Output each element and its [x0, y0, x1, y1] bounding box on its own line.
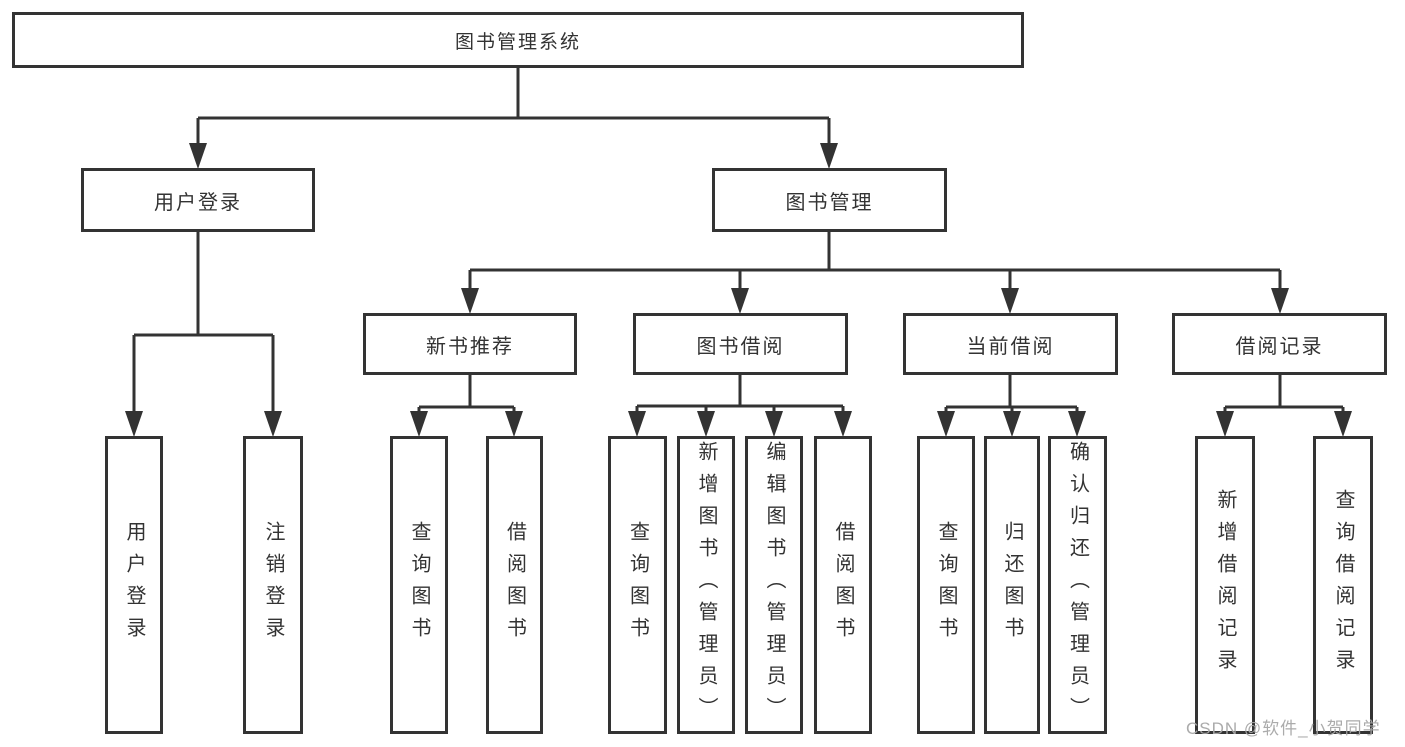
node-label: 新增借阅记录	[1214, 489, 1236, 681]
leaf-add-borrow-record: 新增借阅记录	[1195, 436, 1255, 734]
node-new-book-recommend: 新书推荐	[363, 313, 577, 375]
node-label: 查询图书	[408, 521, 430, 649]
leaf-borrow-book: 借阅图书	[814, 436, 872, 734]
leaf-query-book-current: 查询图书	[917, 436, 975, 734]
node-label: 归还图书	[1001, 521, 1023, 649]
leaf-query-borrow-record: 查询借阅记录	[1313, 436, 1373, 734]
node-book-borrow: 图书借阅	[633, 313, 848, 375]
node-library-system: 图书管理系统	[12, 12, 1024, 68]
node-label: 编辑图书（管理员）	[763, 441, 785, 729]
leaf-query-book-borrow: 查询图书	[608, 436, 667, 734]
leaf-logout: 注销登录	[243, 436, 303, 734]
node-label: 借阅图书	[503, 521, 526, 649]
leaf-query-book-recommend: 查询图书	[390, 436, 448, 734]
leaf-user-login: 用户登录	[105, 436, 163, 734]
leaf-borrow-book-recommend: 借阅图书	[486, 436, 543, 734]
node-label: 查询图书	[626, 521, 649, 649]
node-book-management: 图书管理	[712, 168, 947, 232]
node-label: 用户登录	[123, 521, 145, 649]
node-label: 图书借阅	[696, 335, 785, 358]
node-label: 借阅记录	[1235, 335, 1324, 358]
node-label: 新增图书（管理员）	[695, 441, 717, 729]
leaf-confirm-return-admin: 确认归还（管理员）	[1048, 436, 1107, 734]
node-label: 借阅图书	[832, 521, 854, 649]
node-current-borrow: 当前借阅	[903, 313, 1118, 375]
leaf-edit-book-admin: 编辑图书（管理员）	[745, 436, 803, 734]
node-label: 新书推荐	[426, 335, 514, 358]
csdn-watermark: CSDN @软件_小贺同学	[1186, 719, 1381, 738]
node-label: 注销登录	[262, 521, 284, 649]
node-label: 当前借阅	[966, 335, 1055, 358]
node-label: 用户登录	[154, 191, 242, 214]
node-borrow-records: 借阅记录	[1172, 313, 1387, 375]
leaf-return-book: 归还图书	[984, 436, 1040, 734]
leaf-add-book-admin: 新增图书（管理员）	[677, 436, 735, 734]
node-label: 图书管理	[785, 191, 874, 214]
node-label: 查询图书	[935, 521, 957, 649]
node-user-login: 用户登录	[81, 168, 315, 232]
node-label: 查询借阅记录	[1332, 489, 1354, 681]
node-label: 图书管理系统	[454, 31, 581, 53]
node-label: 确认归还（管理员）	[1066, 441, 1089, 729]
